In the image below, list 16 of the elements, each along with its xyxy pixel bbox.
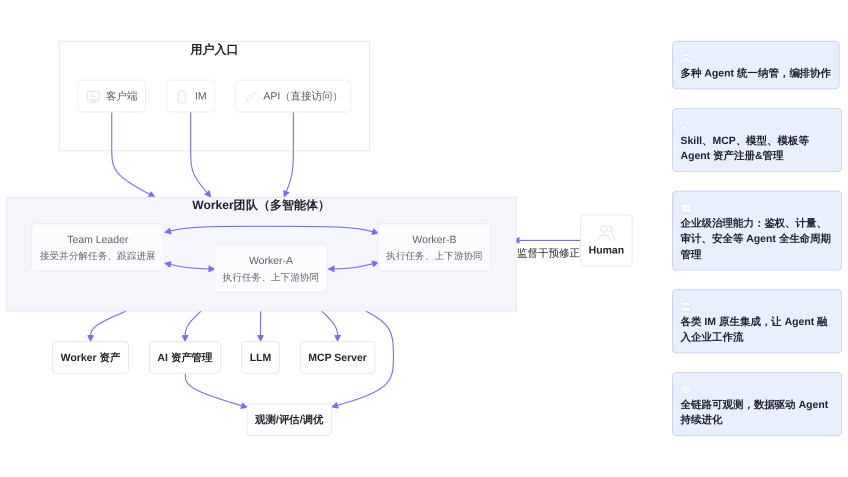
arrow: [184, 374, 248, 410]
arrow: [190, 112, 212, 198]
arrow: [86, 310, 127, 342]
arrow: [164, 261, 216, 272]
arrow: [283, 112, 294, 198]
arrow: [331, 310, 394, 409]
arrow: [164, 226, 379, 236]
arrow: [111, 112, 156, 198]
node-text: API（直接访问）: [263, 90, 344, 102]
node-text: IM: [194, 90, 207, 102]
node-text: 客户端: [106, 90, 138, 102]
arrow: [321, 310, 342, 342]
arrow: [256, 310, 264, 342]
arrow: [182, 310, 202, 342]
edge-label: 监督干预修正: [516, 246, 580, 259]
arrow: [328, 260, 379, 272]
